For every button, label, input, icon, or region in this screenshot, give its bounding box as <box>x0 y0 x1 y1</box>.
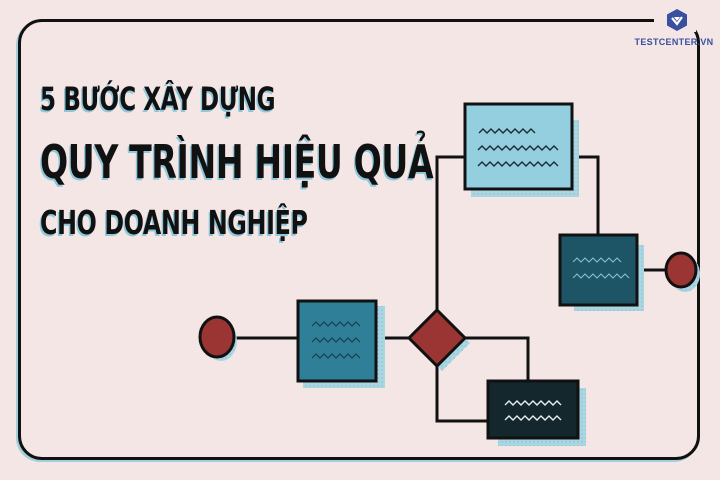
process-step-1 <box>296 299 385 388</box>
start-terminal <box>198 315 237 361</box>
hexagon-check-icon <box>667 9 687 31</box>
connector-lines <box>236 155 666 423</box>
title-line-2: QUY TRÌNH HIỆU QUẢ <box>40 135 434 189</box>
process-step-3 <box>558 233 644 311</box>
brand-name: TESTCENTER.VN <box>634 37 714 47</box>
title-line-1: 5 BƯỚC XÂY DỰNG <box>40 80 276 118</box>
process-step-2 <box>463 102 579 197</box>
end-terminal <box>664 251 700 292</box>
decision-diamond <box>406 307 470 371</box>
process-step-4 <box>486 379 586 446</box>
title-line-3: CHO DOANH NGHIỆP <box>40 203 308 242</box>
logo <box>658 8 696 37</box>
rounded-frame <box>18 19 700 460</box>
